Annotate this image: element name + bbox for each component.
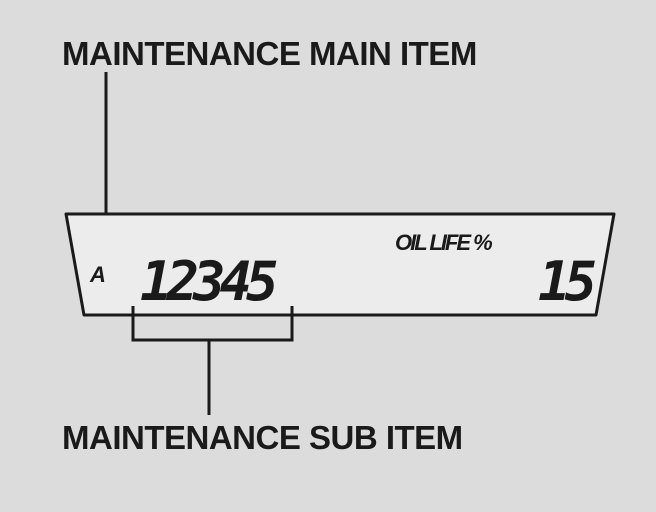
maintenance-main-item-label: MAINTENANCE MAIN ITEM — [62, 35, 477, 72]
maintenance-main-code: A — [89, 262, 106, 287]
maintenance-sub-codes: 12345 — [140, 250, 277, 313]
maintenance-sub-item-label: MAINTENANCE SUB ITEM — [62, 419, 463, 456]
oil-life-caption: OIL LIFE % — [395, 230, 492, 255]
oil-life-value: 15 — [538, 250, 596, 313]
sub-item-bracket — [131, 306, 294, 342]
lcd-display-panel — [64, 212, 616, 317]
